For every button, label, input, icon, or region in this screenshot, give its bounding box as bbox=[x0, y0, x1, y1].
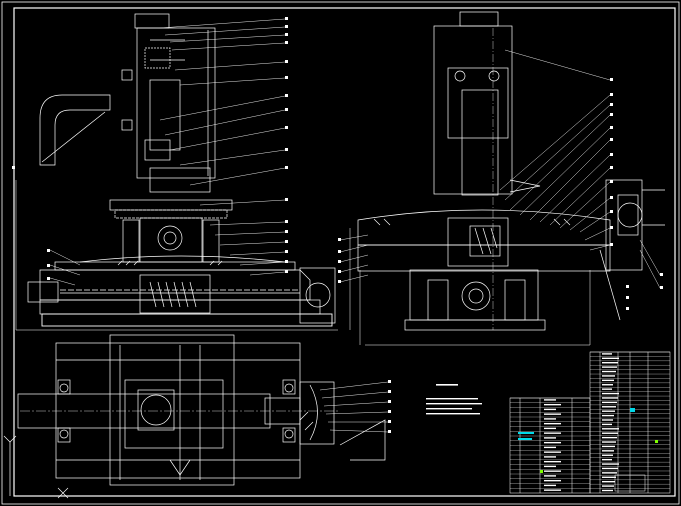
parts-list-cell-text bbox=[544, 475, 556, 477]
parts-list-highlights bbox=[518, 408, 658, 473]
parts-list-cell-text bbox=[602, 472, 617, 474]
side-view bbox=[349, 11, 665, 346]
parts-list-cell-text bbox=[602, 428, 619, 430]
parts-list-cell-text bbox=[544, 479, 561, 482]
parts-list-cell-text bbox=[602, 362, 618, 364]
corner-axis-marks bbox=[3, 435, 69, 499]
parts-list-cell-text bbox=[544, 408, 556, 411]
parts-list-cell-text bbox=[544, 489, 561, 491]
parts-list-cell-text bbox=[544, 451, 561, 453]
parts-list-cell-text bbox=[602, 353, 612, 355]
parts-list-rows bbox=[510, 351, 670, 492]
parts-list-cell-text bbox=[602, 388, 612, 390]
parts-list-cell-text bbox=[602, 357, 619, 360]
parts-list-cell-text bbox=[544, 456, 556, 458]
inner-border bbox=[13, 7, 676, 497]
parts-list-cell-text bbox=[544, 460, 561, 463]
side-view-item-ticks bbox=[338, 78, 663, 310]
parts-list-cell-text bbox=[602, 406, 616, 408]
parts-list-cell-text bbox=[602, 419, 613, 421]
parts-list-cell-text bbox=[602, 489, 613, 492]
parts-list-cell-text bbox=[602, 445, 615, 448]
parts-list-cell-text bbox=[544, 422, 561, 425]
front-view bbox=[15, 13, 338, 331]
parts-list-cell-text bbox=[602, 379, 614, 382]
parts-list-cell-text bbox=[602, 480, 615, 483]
parts-list-cell-text bbox=[602, 410, 615, 412]
parts-list-cell-text bbox=[602, 432, 618, 434]
parts-list-cell-text bbox=[544, 427, 556, 430]
parts-list-cell-text bbox=[602, 423, 612, 426]
parts-list-cell-text bbox=[544, 465, 556, 468]
parts-list-cell-text bbox=[602, 392, 619, 395]
parts-list-cell-text bbox=[602, 370, 616, 373]
parts-list-cell-text bbox=[544, 403, 561, 406]
parts-list-cell-text bbox=[544, 413, 561, 415]
parts-list-cell-text bbox=[602, 467, 618, 470]
parts-list-cell-text bbox=[602, 375, 615, 377]
parts-list-cell-text bbox=[602, 450, 614, 452]
parts-list-cell-text bbox=[544, 399, 556, 401]
front-view-item-ticks bbox=[12, 17, 288, 280]
parts-list-cell-text bbox=[544, 441, 561, 444]
top-view-leaders bbox=[319, 381, 389, 433]
parts-list-cell-text bbox=[602, 384, 613, 386]
parts-list-cell-text bbox=[602, 454, 613, 456]
parts-list-cell-text bbox=[544, 484, 556, 487]
parts-list-cell-text bbox=[544, 432, 561, 434]
parts-list-cell-text bbox=[544, 437, 556, 439]
parts-list-cell-text bbox=[602, 397, 618, 399]
parts-list-cell-text bbox=[544, 418, 556, 420]
parts-list-cell-text bbox=[602, 401, 617, 404]
parts-list-cell-text bbox=[602, 441, 616, 443]
side-view-leaders bbox=[339, 49, 661, 289]
parts-list-cell-text bbox=[602, 458, 612, 461]
parts-list-cell-text bbox=[602, 366, 617, 368]
front-view-leaders bbox=[49, 18, 286, 286]
parts-list-cell-text bbox=[544, 470, 561, 472]
parts-list-cell-text bbox=[602, 436, 617, 439]
parts-list-cell-text bbox=[602, 476, 616, 478]
top-view bbox=[17, 334, 386, 486]
parts-list-cell-text bbox=[544, 446, 556, 449]
technical-notes-lines bbox=[426, 384, 482, 415]
parts-list-cell-text bbox=[602, 463, 619, 465]
parts-list-cell-text bbox=[602, 414, 614, 417]
parts-list-cell-text bbox=[602, 485, 614, 487]
top-view-item-ticks bbox=[388, 380, 391, 433]
